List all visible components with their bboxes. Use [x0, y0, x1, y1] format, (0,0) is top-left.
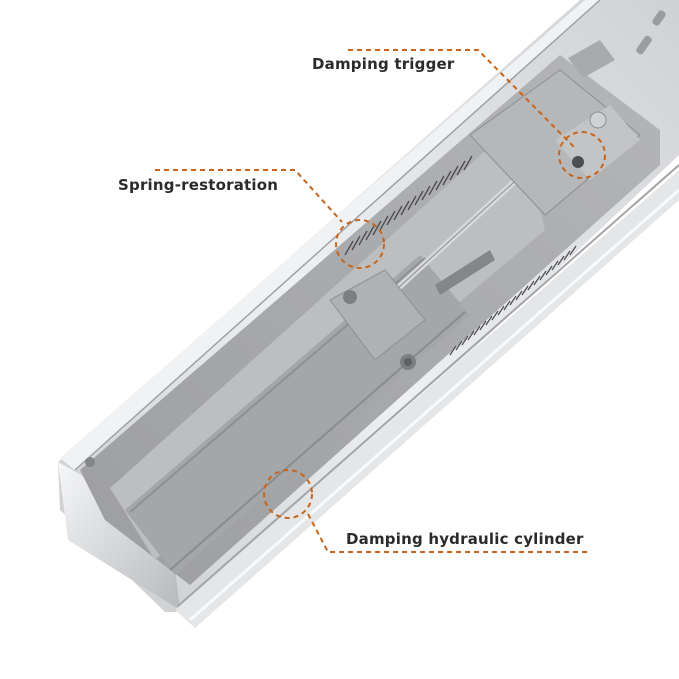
label-spring-restoration: Spring-restoration	[118, 176, 279, 194]
label-damping-hydraulic-cylinder: Damping hydraulic cylinder	[346, 530, 584, 548]
callout-damping-trigger	[348, 49, 606, 179]
leader-line-spring-restoration	[155, 169, 343, 223]
restoration-spring-upper	[344, 155, 473, 256]
leader-line-damping-trigger	[348, 49, 576, 149]
highlight-circle-spring-restoration	[335, 219, 385, 269]
callout-damping-hydraulic-cylinder	[263, 469, 588, 553]
callout-spring-restoration	[155, 169, 385, 269]
label-damping-trigger: Damping trigger	[312, 55, 455, 73]
highlight-circle-cylinder	[263, 469, 313, 519]
restoration-spring-lower	[449, 245, 577, 356]
plastic-damper-housing	[80, 40, 660, 585]
highlight-circle-damping-trigger	[558, 131, 606, 179]
leader-line-cylinder	[307, 513, 588, 553]
